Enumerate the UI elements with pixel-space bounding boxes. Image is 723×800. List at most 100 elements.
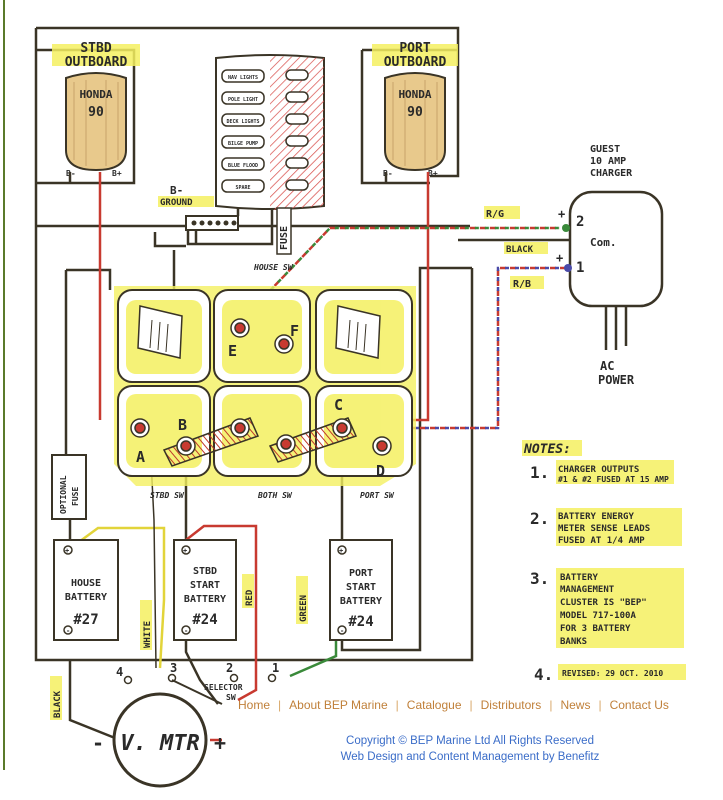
- nav-separator: |: [469, 698, 473, 712]
- note-line: FUSED AT 1/4 AMP: [558, 536, 645, 546]
- selector-position: 2: [226, 661, 233, 675]
- notes-title: NOTES:: [523, 442, 571, 457]
- copyright: Copyright © BEP Marine Ltd All Rights Re…: [346, 735, 594, 747]
- optional-fuse-line1: OPTIONAL: [59, 475, 68, 514]
- battery-line1: PORT: [349, 568, 373, 579]
- charger-com: Com.: [590, 236, 617, 249]
- terminal-label: E: [228, 342, 237, 360]
- note-line: BANKS: [560, 637, 587, 647]
- battery-line2: START: [190, 580, 220, 591]
- port-start-battery: PORT START BATTERY #24 + -: [329, 539, 393, 641]
- battery-pos: +: [65, 547, 69, 555]
- panel-switch-label: BILGE PUMP: [228, 141, 258, 147]
- wire-label-rb: R/B: [513, 279, 531, 290]
- terminal-label: B: [178, 416, 187, 434]
- panel-switch-labels: NAV LIGHTS POLE LIGHT DECK LIGHTS BILGE …: [221, 69, 265, 193]
- panel-switch-label: DECK LIGHTS: [226, 119, 259, 125]
- wire-label-green: GREEN: [299, 595, 309, 622]
- charger-title-line1: GUEST: [590, 144, 620, 155]
- port-engine: PORT OUTBOARD HONDA 90 B- B+: [372, 41, 458, 178]
- engine-label-line2: OUTBOARD: [65, 55, 128, 70]
- engine-model: 90: [407, 105, 423, 120]
- engine-label-line1: PORT: [399, 41, 430, 56]
- battery-neg: -: [184, 627, 188, 635]
- charger-ac-line2: POWER: [598, 373, 635, 387]
- selector-label-line2: SW: [226, 693, 236, 702]
- footer: Copyright © BEP Marine Ltd All Rights Re…: [300, 733, 640, 765]
- panel-switch-label: SPARE: [235, 185, 250, 191]
- battery-size: #24: [192, 612, 217, 628]
- ground-bus: B- GROUND: [158, 184, 239, 231]
- guest-charger: GUEST 10 AMP CHARGER Com. 2 1 + + AC POW…: [556, 144, 664, 387]
- nav-about[interactable]: About BEP Marine: [289, 698, 388, 712]
- battery-neg: -: [66, 627, 70, 635]
- selector-switch: 4 3 2 1 SELECTOR SW: [116, 661, 279, 705]
- wire-label-black: BLACK: [506, 245, 534, 255]
- selector-label-line1: SELECTOR: [204, 683, 243, 692]
- rb-wire-blue: [350, 266, 568, 430]
- engine-brand: HONDA: [398, 88, 431, 101]
- engine-brand: HONDA: [79, 88, 112, 101]
- switch-label-both: BOTH SW: [257, 491, 293, 500]
- battery-line2: BATTERY: [65, 592, 107, 603]
- panel-switch-label: NAV LIGHTS: [228, 75, 258, 81]
- charger-title-line2: 10 AMP: [590, 156, 626, 167]
- engine-label-line2: OUTBOARD: [384, 55, 447, 70]
- nav-contact[interactable]: Contact Us: [609, 698, 669, 712]
- stbd-engine: STBD OUTBOARD HONDA 90 B- B+: [52, 41, 140, 178]
- terminal-label: D: [376, 462, 385, 480]
- meter-pos: +: [214, 731, 226, 755]
- terminal-letters: A B C D E F: [136, 322, 385, 480]
- panel-switch-label: BLUE FLOOD: [228, 163, 258, 169]
- note-line: MANAGEMENT: [560, 585, 615, 595]
- fuse-label: FUSE: [279, 226, 290, 250]
- battery-line3: BATTERY: [184, 594, 226, 605]
- note-line: CLUSTER IS "BEP": [560, 598, 647, 608]
- wire-label-red: RED: [245, 589, 255, 606]
- note-line: BATTERY ENERGY: [558, 512, 634, 522]
- selector-position: 1: [272, 661, 279, 675]
- switch-panel: NAV LIGHTS POLE LIGHT DECK LIGHTS BILGE …: [215, 54, 325, 255]
- nav-catalogue[interactable]: Catalogue: [406, 698, 462, 712]
- highlight: [372, 44, 458, 66]
- switch-labels: HOUSE SW STBD SW BOTH SW PORT SW: [150, 263, 395, 500]
- note-line: CHARGER OUTPUTS: [558, 465, 639, 475]
- note-line: METER SENSE LEADS: [558, 524, 650, 534]
- nav-separator: |: [598, 698, 602, 712]
- wire-labels: R/G BLACK R/B WHITE RED GREEN BLACK: [50, 206, 548, 720]
- meter-neg: -: [92, 731, 104, 755]
- terminal-label: C: [334, 396, 343, 414]
- highlight: [158, 196, 214, 207]
- ground-label-line2: GROUND: [160, 198, 193, 208]
- note-number: 3.: [530, 569, 549, 588]
- charger-out1: 1: [576, 260, 584, 276]
- battery-size: #24: [348, 614, 373, 630]
- note-line: BATTERY: [560, 573, 599, 583]
- switch-label-house: HOUSE SW: [253, 263, 294, 272]
- optional-fuse-line2: FUSE: [71, 487, 80, 506]
- nav-home[interactable]: Home: [238, 698, 271, 712]
- charger-plus1: +: [556, 251, 563, 265]
- nav-distributors[interactable]: Distributors: [480, 698, 542, 712]
- battery-neg: -: [340, 627, 344, 635]
- battery-size: #27: [73, 612, 98, 628]
- note-line: REVISED: 29 OCT. 2010: [562, 669, 663, 678]
- battery-line2: START: [346, 582, 376, 593]
- charger-plus2: +: [558, 207, 565, 221]
- note-number: 4.: [534, 665, 553, 684]
- credits[interactable]: Web Design and Content Management by Ben…: [340, 751, 600, 763]
- note-line: #1 & #2 FUSED AT 15 AMP: [558, 475, 669, 484]
- switch-label-port: PORT SW: [360, 491, 395, 500]
- battery-pos: +: [183, 547, 187, 555]
- battery-line1: HOUSE: [71, 578, 101, 589]
- note-line: MODEL 717-100A: [560, 611, 636, 621]
- nav-news[interactable]: News: [560, 698, 591, 712]
- meter-label: V. MTR: [120, 731, 199, 756]
- engine-pos: B+: [428, 169, 438, 178]
- engine-model: 90: [88, 105, 104, 120]
- terminal-label: F: [290, 322, 299, 340]
- note-line: FOR 3 BATTERY: [560, 624, 631, 634]
- ground-label-line1: B-: [170, 184, 183, 197]
- switch-label-stbd: STBD SW: [150, 491, 185, 500]
